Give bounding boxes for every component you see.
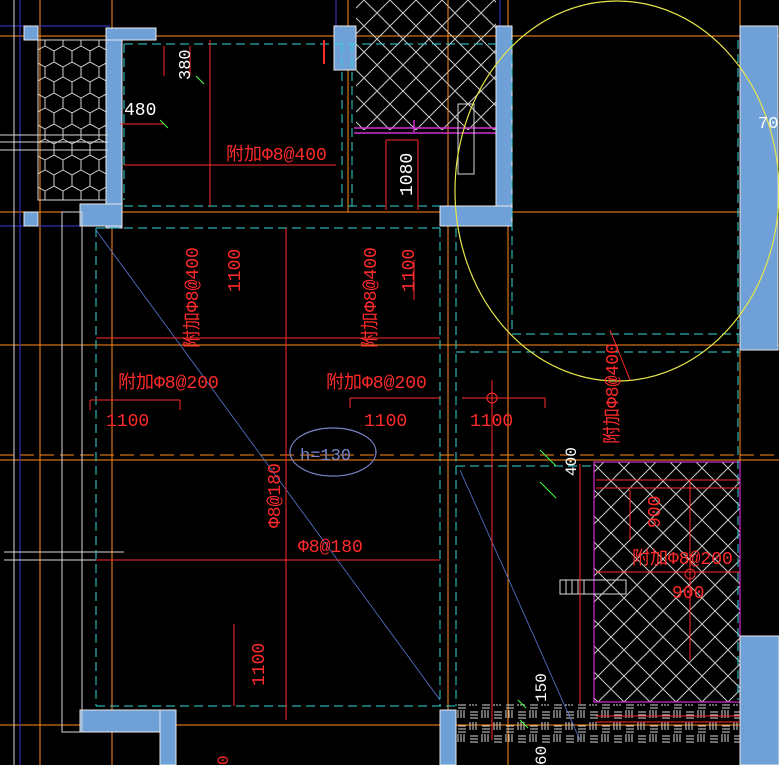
rebar-lower-right-label: 附加Φ8@200 (632, 548, 733, 570)
rebar-lines (89, 40, 740, 740)
diagonal-hatch-top (356, 0, 496, 130)
dim-edge-partial-label: 70 (758, 115, 778, 134)
dim-mid-upper-label: 1100 (400, 249, 420, 292)
rebar-top-room-label: 附加Φ8@400 (226, 144, 327, 166)
dim-400-label: 400 (563, 447, 581, 476)
revision-cloud (454, 0, 779, 382)
dim-1080-label: 1080 (398, 153, 418, 196)
dim-150-label: 150 (533, 673, 551, 702)
dim-900-a-label: 900 (646, 496, 666, 528)
walls (23, 25, 779, 765)
dimension-ticks (159, 75, 557, 729)
rebar-right-upper-label: 附加Φ8@400 (602, 343, 624, 444)
slab-diagonal (95, 229, 441, 701)
hex-hatch-area (38, 40, 106, 200)
dim-left-mid-label: 1100 (106, 412, 149, 432)
dashed-boundaries (95, 40, 740, 707)
dim-left-upper-label: 1100 (226, 249, 246, 292)
dim-bottom-left-label: 1100 (250, 643, 270, 686)
dim-900-b-label: 900 (672, 584, 704, 604)
slab-thickness-label: h=130 (300, 447, 351, 466)
dim-60-partial-label: 60 (533, 746, 551, 765)
rebar-horizontal-label: Φ8@180 (298, 538, 363, 558)
rebar-center-mid-label: 附加Φ8@200 (326, 372, 427, 394)
rebar-mid-upper-label: 附加Φ8@400 (360, 247, 382, 348)
rebar-left-upper-label: 附加Φ8@400 (182, 247, 204, 348)
dim-380-label: 380 (177, 49, 196, 80)
rebar-left-mid-label: 附加Φ8@200 (118, 372, 219, 394)
dim-480-label: 480 (124, 101, 156, 121)
dim-right-mid-label: 1100 (470, 412, 513, 432)
dim-bottom-edge-partial-label: 0 (215, 755, 233, 765)
dim-center-mid-label: 1100 (364, 412, 407, 432)
rebar-vertical-label: Φ8@180 (266, 463, 286, 528)
slab-thickness-bubble (289, 427, 377, 477)
diagonal-hatch-lower-right (594, 462, 740, 702)
woven-hatch-strip (456, 704, 740, 746)
